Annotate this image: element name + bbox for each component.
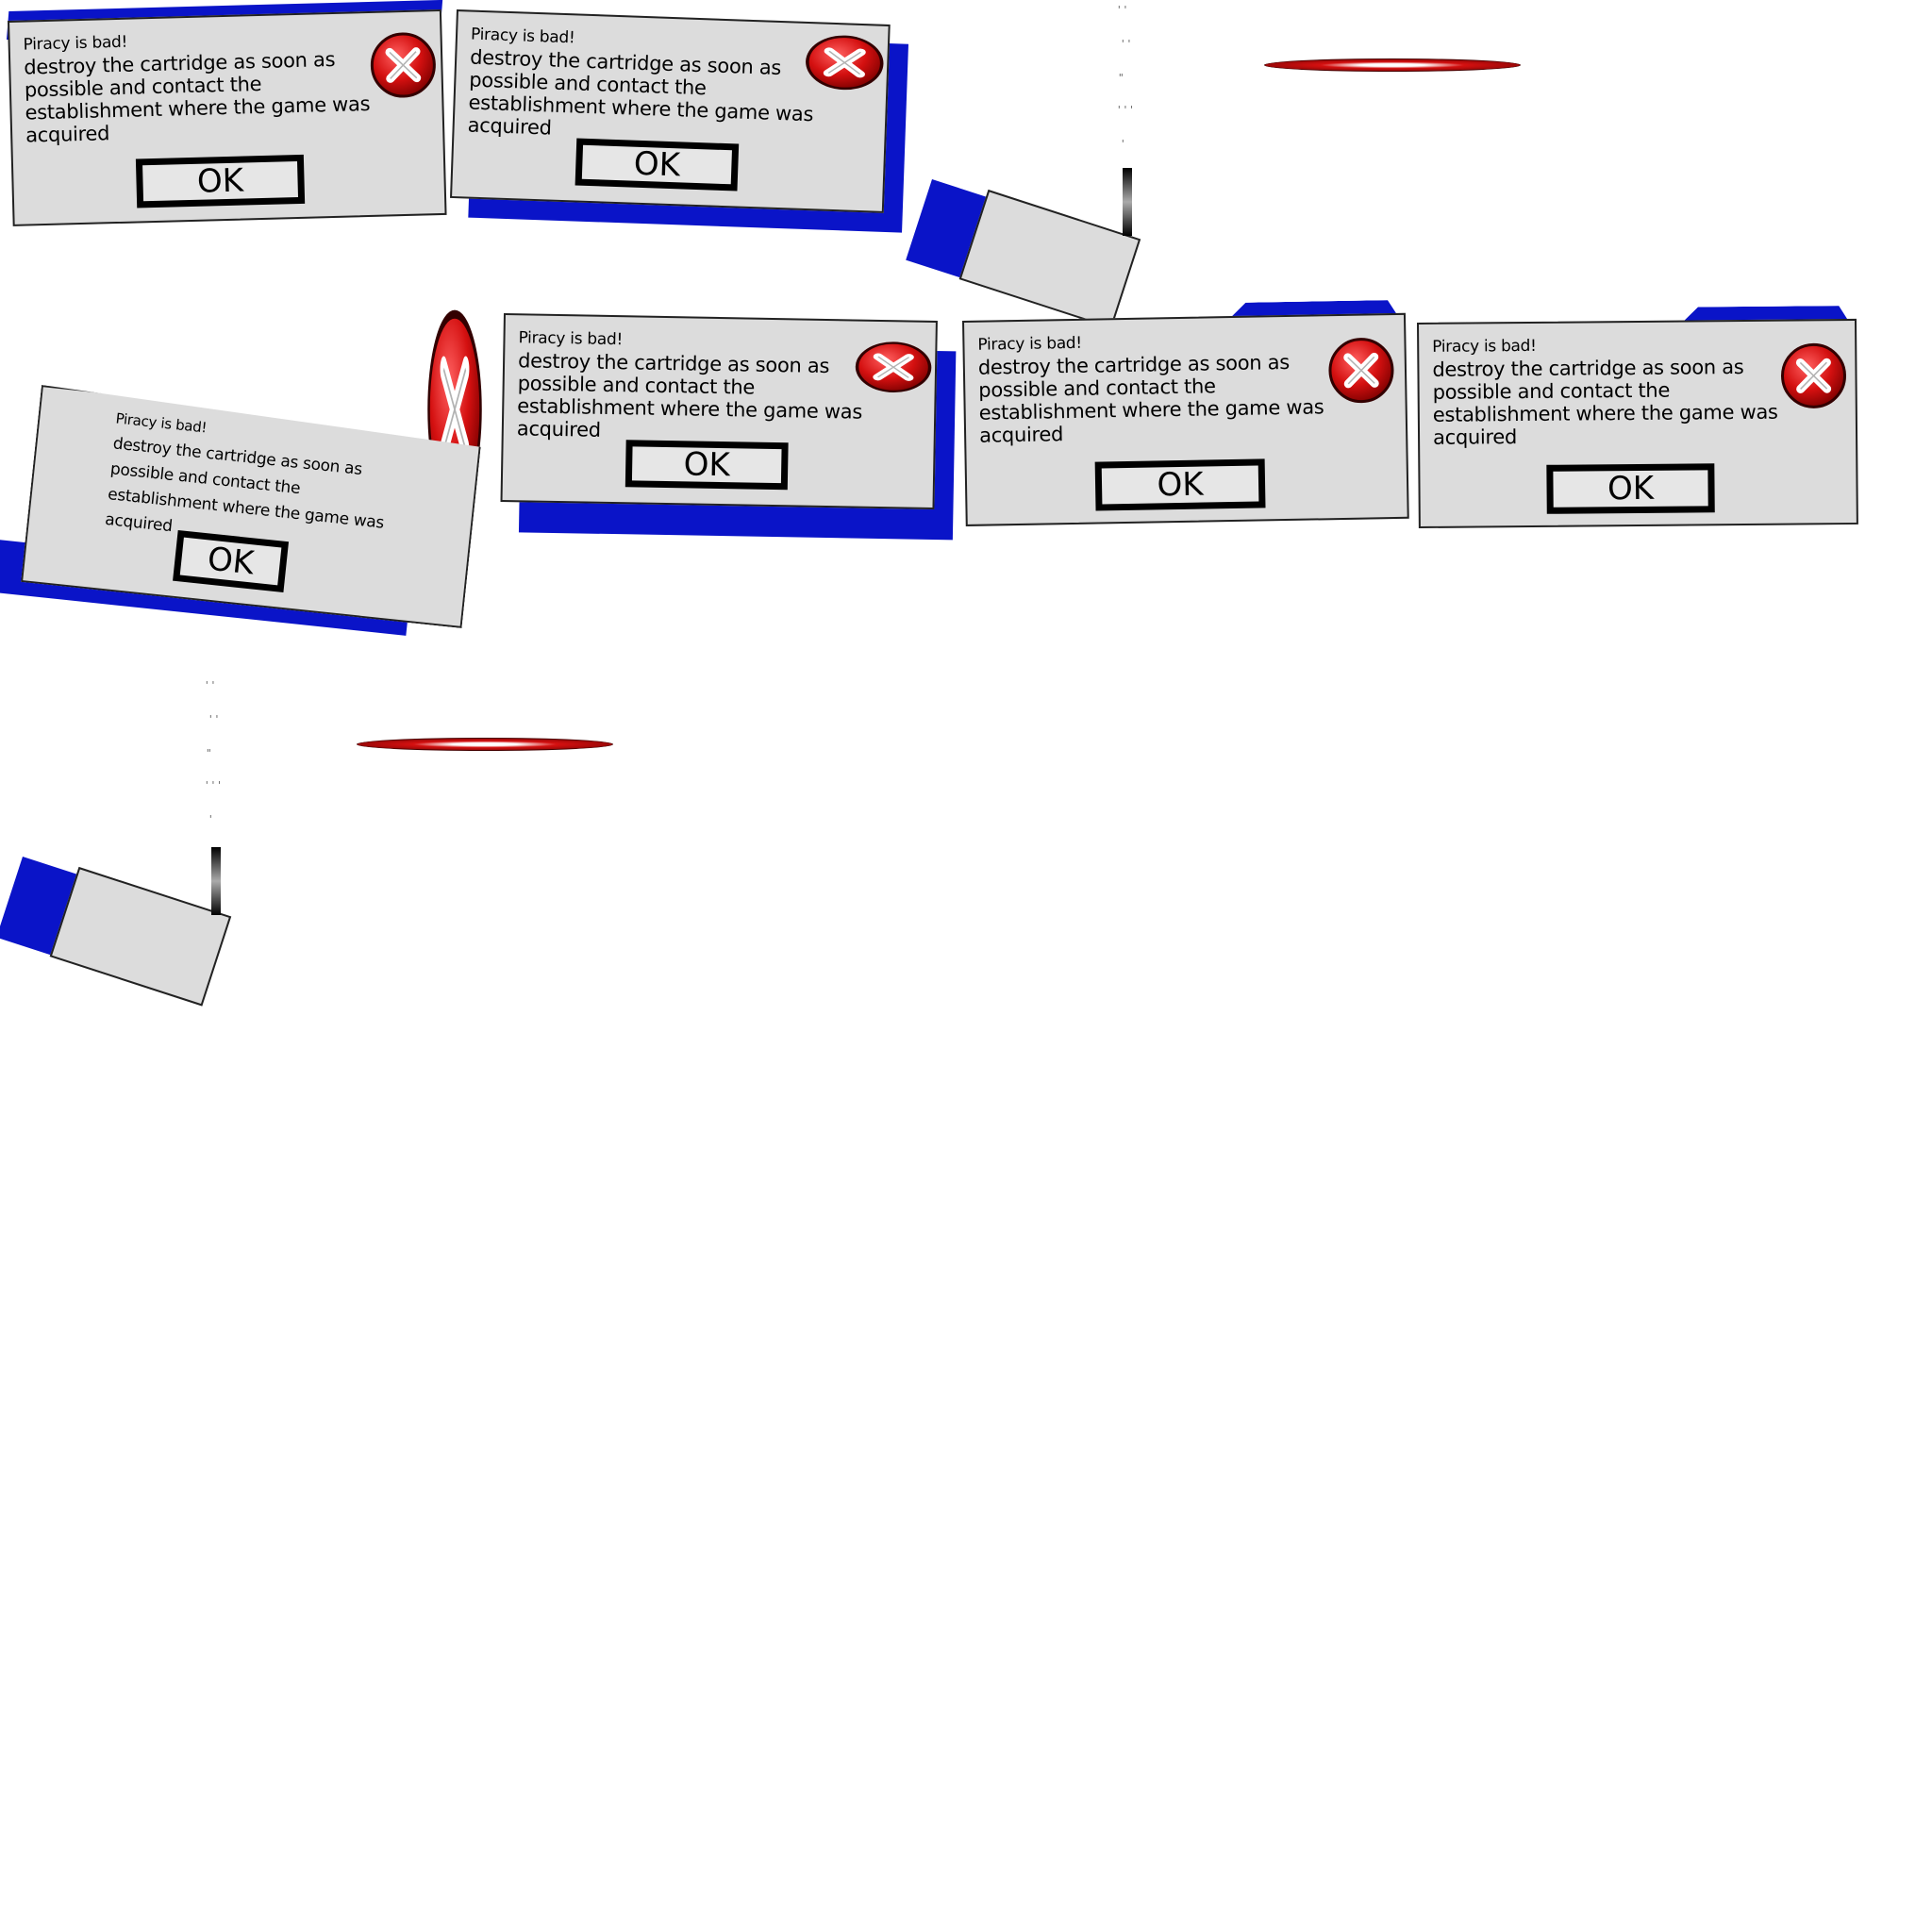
error-dialog-1: Piracy is bad! destroy the cartridge as …: [6, 0, 447, 228]
dialog-panel: Piracy is bad! destroy the cartridge as …: [962, 312, 1409, 526]
debris-tick-4: ''': [1116, 104, 1135, 116]
error-dialog-5: Piracy is bad! destroy the cartridge as …: [962, 313, 1409, 526]
dialog-message: Piracy is bad! destroy the cartridge as …: [467, 24, 816, 149]
ok-button[interactable]: OK: [1094, 458, 1266, 511]
error-x-icon: [854, 340, 934, 393]
debris-tick-7: '': [208, 713, 221, 725]
error-dialog-2: Piracy is bad! destroy the cartridge as …: [450, 9, 909, 233]
dialog-panel: [958, 189, 1141, 329]
gradient-bar: [211, 847, 221, 915]
dialog-line-4: acquired: [1432, 425, 1518, 449]
dialog-message: Piracy is bad! destroy the cartridge as …: [23, 25, 371, 147]
debris-tick-3: ": [1118, 72, 1124, 84]
dialog-panel: Piracy is bad! destroy the cartridge as …: [1417, 318, 1858, 528]
debris-tick-1: '': [1116, 4, 1129, 16]
dialog-panel: [49, 866, 232, 1007]
ok-button[interactable]: OK: [135, 154, 306, 208]
error-dialog-3: Piracy is bad! destroy the cartridge as …: [0, 385, 491, 636]
dialog-message: Piracy is bad! destroy the cartridge as …: [1432, 333, 1778, 449]
dialog-message: Piracy is bad! destroy the cartridge as …: [517, 326, 864, 445]
dialog-fragment-1: [906, 179, 1141, 329]
error-x-icon: [1326, 336, 1395, 405]
error-x-icon: [1779, 341, 1848, 410]
dialog-line-1: destroy the cartridge as soon as: [1432, 355, 1744, 381]
error-x-icon: [803, 33, 886, 92]
gradient-bar: [1123, 168, 1132, 236]
debris-tick-10: ': [208, 813, 214, 825]
error-x-icon: [368, 30, 438, 100]
error-dialog-6: Piracy is bad! destroy the cartridge as …: [1417, 319, 1858, 528]
debris-tick-8: ": [206, 747, 212, 759]
ok-button[interactable]: OK: [173, 530, 289, 592]
debris-tick-9: ''': [204, 779, 223, 791]
debris-tick-5: ': [1120, 138, 1126, 150]
dialog-fragment-2: [0, 857, 232, 1007]
dialog-line-3: establishment where the game was: [1432, 400, 1778, 426]
dialog-panel: Piracy is bad! destroy the cartridge as …: [450, 9, 891, 213]
debris-tick-6: '': [204, 679, 217, 691]
squashed-error-icon: [357, 738, 613, 751]
dialog-panel: Piracy is bad! destroy the cartridge as …: [8, 8, 447, 226]
ok-button[interactable]: OK: [625, 440, 789, 491]
ok-button[interactable]: OK: [575, 138, 740, 192]
debris-tick-2: '': [1120, 38, 1133, 50]
error-dialog-4: Piracy is bad! destroy the cartridge as …: [500, 313, 957, 541]
dialog-line-2: possible and contact the: [1432, 378, 1671, 404]
dialog-title: Piracy is bad!: [1432, 336, 1537, 357]
squashed-error-icon: [1264, 58, 1521, 72]
dialog-panel: Piracy is bad! destroy the cartridge as …: [500, 313, 938, 509]
dialog-line-4: acquired: [978, 423, 1064, 447]
dialog-message: Piracy is bad! destroy the cartridge as …: [977, 327, 1324, 447]
ok-button[interactable]: OK: [1546, 463, 1715, 514]
